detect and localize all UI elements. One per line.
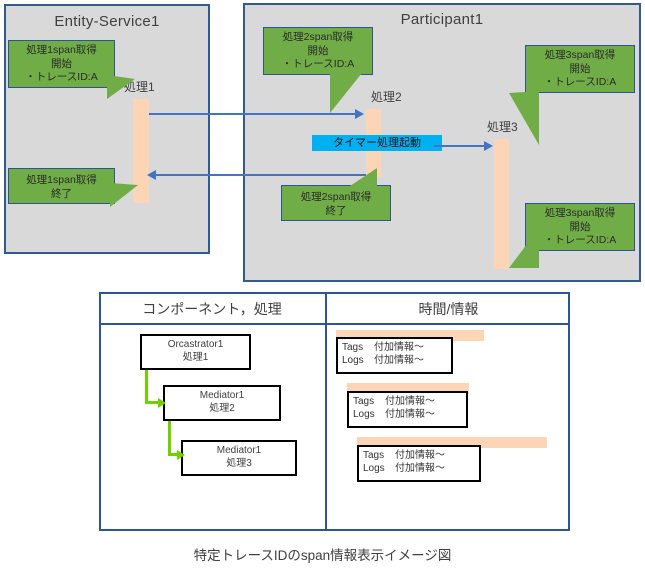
span-table-header-time-info: 時間/情報 (418, 301, 479, 317)
span-info-box-1[interactable]: Tags 付加情報～ Logs 付加情報～ (336, 337, 453, 374)
component-process: 処理3 (226, 458, 252, 469)
span-info-logs-value: 付加情報～ (374, 355, 424, 366)
span-info-logs-key: Logs (363, 463, 385, 474)
callout-process3-end: 処理3span取得 開始 ・トレースID:A (525, 203, 635, 251)
callout-tail-process3-end (509, 228, 539, 268)
callout-line: 開始 (569, 220, 591, 233)
span-duration-bar-1 (336, 330, 484, 341)
component-process: 処理1 (182, 352, 209, 363)
callout-line: 開始 (569, 62, 591, 75)
participant-title-entity-service1: Entity-Service1 (54, 13, 160, 30)
span-info-tags-key: Tags (353, 396, 375, 407)
span-info-tags-value: 付加情報～ (374, 342, 424, 353)
activation-bar-process3 (494, 139, 509, 269)
callout-line: 処理2span取得 (282, 31, 354, 43)
component-box-mediator1-process3[interactable]: Mediator1 処理3 (181, 440, 297, 476)
span-info-tags-value: 付加情報～ (385, 396, 435, 407)
span-info-tags-value: 付加情報～ (395, 450, 445, 461)
component-link-1-vertical (145, 370, 148, 404)
participant-title-participant1: Participant1 (400, 11, 484, 28)
component-link-1-horizontal (145, 401, 159, 404)
callout-tail-process1-start (107, 75, 135, 99)
span-info-tags-row: Tags 付加情報～ (363, 449, 475, 462)
callout-process1-end: 処理1span取得 終了 (8, 168, 115, 204)
span-info-logs-value: 付加情報～ (395, 463, 445, 474)
message-arrow-1-line (149, 113, 355, 115)
component-name: Mediator1 (199, 390, 245, 401)
callout-process2-start: 処理2span取得 開始 ・トレースID:A (263, 27, 373, 75)
span-info-tags-row: Tags 付加情報～ (353, 395, 462, 408)
callout-line: 処理2span取得 (300, 191, 372, 203)
callout-line: 処理1span取得 (26, 44, 97, 56)
message-arrow-1-head (355, 109, 364, 119)
activation-bar-process1 (133, 99, 149, 203)
span-info-tags-key: Tags (363, 450, 385, 461)
callout-tail-process2-end (347, 168, 377, 188)
span-table-column-divider (325, 292, 327, 531)
span-info-logs-value: 付加情報～ (385, 409, 435, 420)
component-link-2-vertical (168, 421, 171, 456)
callout-process1-start: 処理1span取得 開始 ・トレースID:A (8, 40, 115, 88)
span-duration-bar-3 (357, 437, 547, 448)
callout-line: 終了 (325, 204, 347, 217)
callout-line: ・トレースID:A (543, 234, 617, 246)
component-link-2-horizontal (168, 453, 180, 456)
span-info-logs-key: Logs (342, 355, 364, 366)
span-info-logs-row: Logs 付加情報～ (342, 354, 447, 367)
callout-line: 処理3span取得 (544, 207, 616, 219)
figure-caption: 特定トレースIDのspan情報表示イメージ図 (193, 548, 452, 563)
span-info-tags-key: Tags (342, 342, 364, 353)
lifeline-label-process2: 処理2 (371, 90, 402, 104)
span-info-logs-key: Logs (353, 409, 375, 420)
component-name: Orcastrator1 (167, 339, 224, 350)
span-info-box-3[interactable]: Tags 付加情報～ Logs 付加情報～ (357, 445, 481, 482)
message-arrow-3-line (434, 145, 486, 147)
callout-tail-process1-end (110, 183, 138, 207)
span-duration-bar-2 (347, 383, 469, 394)
message-arrow-2-head (147, 170, 156, 180)
callout-line: 開始 (51, 57, 72, 70)
callout-tail-process3-start (509, 91, 539, 145)
message-arrow-2-line (156, 174, 366, 176)
span-table-header-components: コンポーネント，処理 (142, 301, 282, 317)
span-info-logs-row: Logs 付加情報～ (353, 408, 462, 421)
component-name: Mediator1 (216, 445, 262, 456)
timer-message-label: タイマー処理起動 (312, 135, 442, 151)
callout-line: ・トレースID:A (25, 71, 98, 83)
callout-line: ・トレースID:A (281, 58, 355, 70)
component-process: 処理2 (209, 403, 235, 414)
component-link-2-arrowhead (177, 450, 185, 460)
callout-line: 処理1span取得 (26, 174, 97, 186)
span-info-logs-row: Logs 付加情報～ (363, 462, 475, 475)
span-table-header-separator (99, 323, 570, 325)
span-info-box-2[interactable]: Tags 付加情報～ Logs 付加情報～ (347, 391, 468, 428)
component-link-1-arrowhead (158, 398, 166, 408)
message-arrow-3-head (484, 141, 493, 151)
callout-line: 処理3span取得 (544, 49, 616, 61)
span-info-tags-row: Tags 付加情報～ (342, 341, 447, 354)
component-box-orcastrator1[interactable]: Orcastrator1 処理1 (140, 334, 251, 370)
component-box-mediator1-process2[interactable]: Mediator1 処理2 (163, 385, 281, 421)
callout-line: 開始 (307, 44, 329, 57)
callout-tail-process2-start (330, 73, 368, 113)
callout-process2-end: 処理2span取得 終了 (281, 185, 391, 221)
callout-line: 終了 (51, 187, 72, 200)
callout-process3-start: 処理3span取得 開始 ・トレースID:A (525, 45, 635, 93)
callout-line: ・トレースID:A (543, 76, 617, 88)
